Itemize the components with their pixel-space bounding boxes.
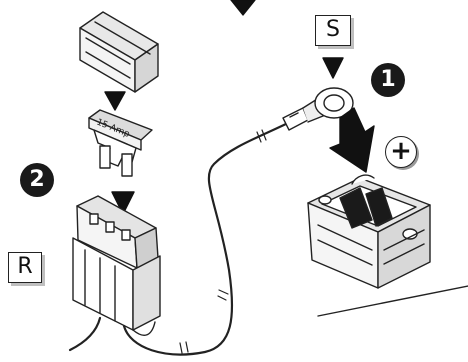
step-badge-2: 2 [20, 163, 54, 197]
battery [308, 175, 468, 316]
arrow-label-s-to-terminal [323, 58, 343, 78]
positive-terminal-icon: + [385, 136, 417, 168]
fuse-cover [80, 12, 158, 92]
fuse [89, 110, 152, 176]
label-r: R [8, 252, 42, 283]
fuse-holder [73, 196, 160, 335]
top-arrow [231, 0, 255, 15]
label-s: S [315, 15, 351, 46]
wire-holder-left [70, 318, 100, 350]
step-badge-1: 1 [371, 63, 405, 97]
arrow-cover-to-fuse [105, 92, 125, 110]
